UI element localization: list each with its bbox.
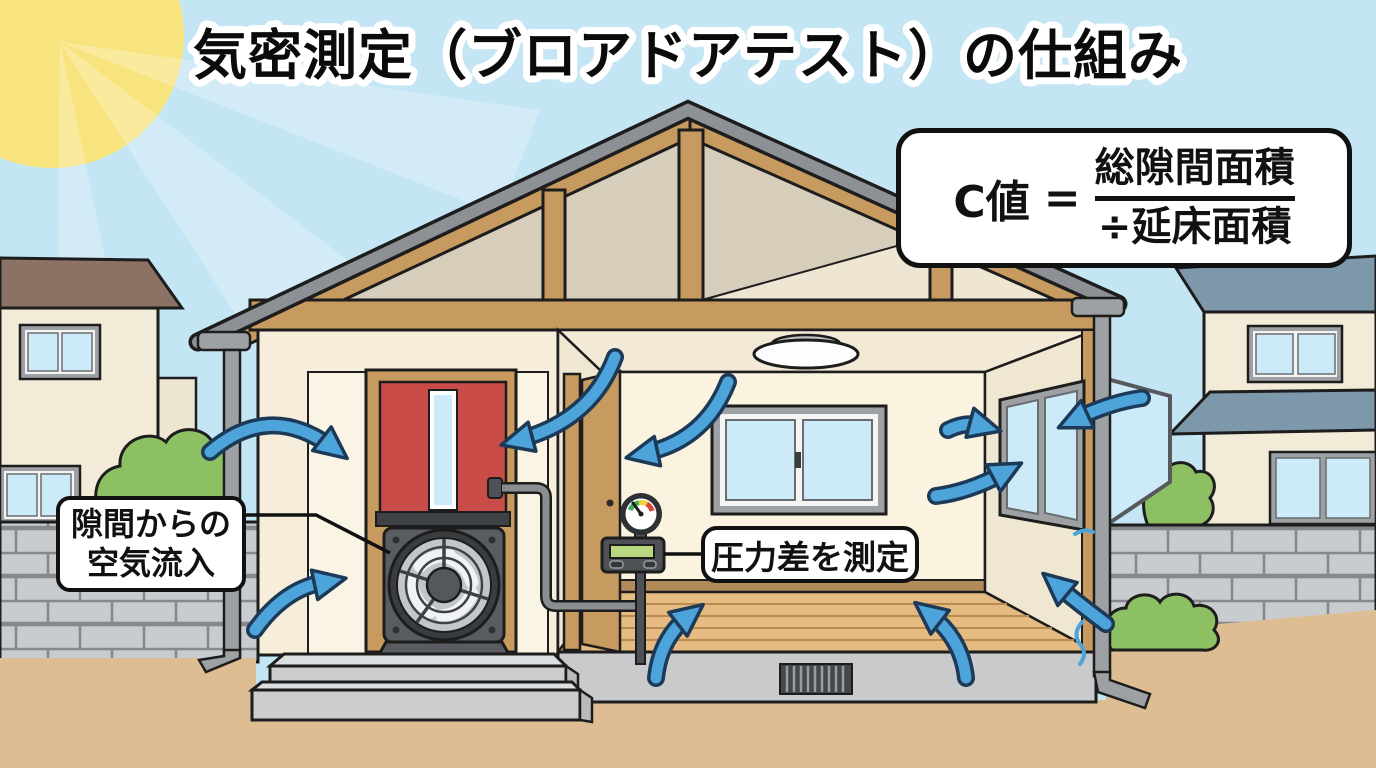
interior-door (562, 369, 622, 654)
pressure-hose (502, 482, 636, 612)
airflow-arrow-right-up (927, 448, 1031, 505)
entrance-steps (247, 652, 594, 724)
formula-denominator: ÷延床面積 (1097, 203, 1292, 250)
blower-door (364, 368, 518, 662)
airflow-arrow-lower-left (246, 561, 351, 639)
callout-air-inflow: 隙間からの 空気流入 (56, 496, 246, 592)
leak-marks (1073, 528, 1095, 666)
airflow-arrow-floor-right (903, 588, 975, 687)
back-window (710, 404, 888, 516)
c-value-formula-box: C値 = 総隙間面積 ÷延床面積 (896, 128, 1352, 268)
airflow-arrows (201, 348, 1151, 687)
manometer-gauge (600, 493, 666, 665)
bush-right-front (1103, 592, 1220, 652)
ceiling-light (752, 333, 860, 370)
gauge-lcd (609, 544, 655, 559)
airflow-arrow-left-door (201, 416, 359, 473)
airflow-arrow-floor-left (647, 590, 715, 687)
airflow-arrow-over-door (495, 348, 624, 462)
leader-air-inflow (245, 513, 391, 555)
formula-lhs: C値 (953, 177, 1030, 228)
fraction-line (1094, 195, 1295, 201)
airflow-arrow-window-in (1050, 389, 1151, 444)
callout-air-line2: 空気流入 (86, 544, 215, 582)
formula-equals: = (1043, 172, 1081, 224)
page-title: 気密測定（ブロアドアテスト）の仕組み (193, 24, 1183, 87)
ground (0, 610, 1376, 768)
hose-port (487, 477, 503, 499)
callout-pressure: 圧力差を測定 (701, 526, 919, 583)
callout-air-line1: 隙間からの (70, 504, 231, 543)
airflow-arrow-interior-left (621, 373, 737, 475)
airflow-arrow-right-small (939, 406, 1007, 448)
formula-numerator: 総隙間面積 (1094, 145, 1295, 192)
blower-fan (373, 526, 515, 662)
airflow-arrow-corner (1031, 560, 1115, 633)
formula-fraction: 総隙間面積 ÷延床面積 (1094, 145, 1295, 250)
callout-pressure-text: 圧力差を測定 (711, 537, 909, 577)
